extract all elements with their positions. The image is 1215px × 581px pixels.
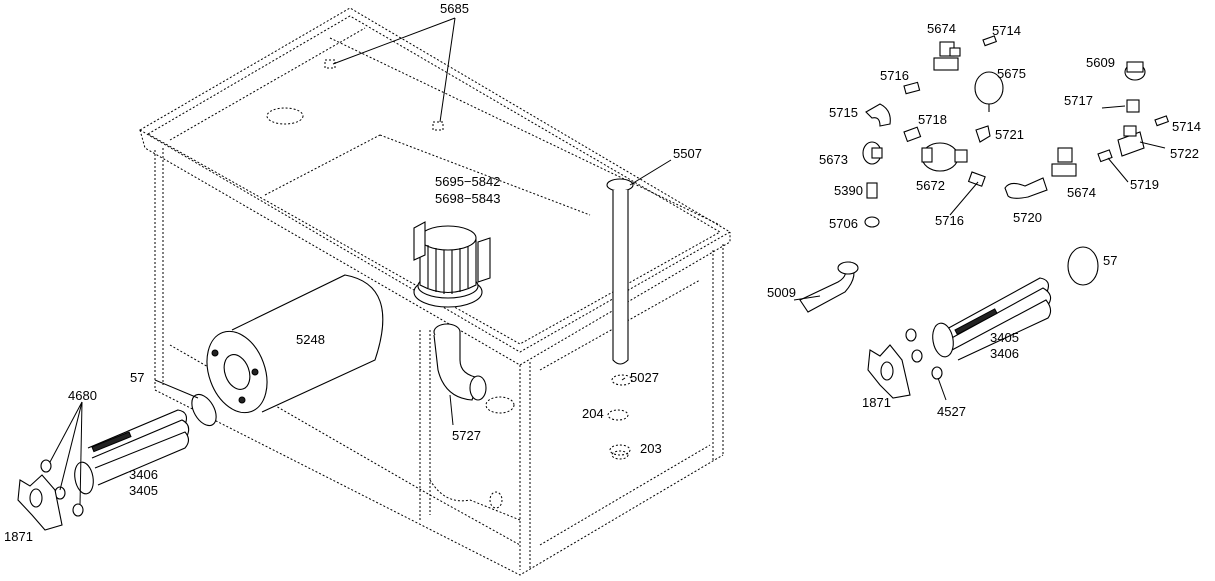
drain-hose (799, 261, 859, 313)
callout-5609: 5609 (1086, 55, 1115, 70)
callout-203: 203 (640, 441, 662, 456)
callout-5721: 5721 (995, 127, 1024, 142)
pump-motor (413, 221, 491, 308)
left-heater-group (17, 393, 217, 531)
callout-5719: 5719 (1130, 177, 1159, 192)
callout-5675: 5675 (997, 66, 1026, 81)
tank-body (139, 7, 731, 576)
callout-5248: 5248 (296, 332, 325, 347)
callout-5672: 5672 (916, 178, 945, 193)
callout-5722: 5722 (1170, 146, 1199, 161)
callout-3406-left: 3406 (129, 467, 158, 482)
callout-5685: 5685 (440, 1, 469, 16)
callout-5674-right: 5674 (1067, 185, 1096, 200)
callout-3405-left: 3405 (129, 483, 158, 498)
overflow-standpipe (606, 178, 634, 365)
callout-5674-top: 5674 (927, 21, 956, 36)
callout-5716-mid: 5716 (935, 213, 964, 228)
right-heater-group (867, 246, 1099, 399)
callout-5727: 5727 (452, 428, 481, 443)
callout-3406-right: 3406 (990, 346, 1019, 361)
callout-5720: 5720 (1013, 210, 1042, 225)
callout-1871-left: 1871 (4, 529, 33, 544)
callout-5717: 5717 (1064, 93, 1093, 108)
callout-57-left: 57 (130, 370, 144, 385)
callout-57-right: 57 (1103, 253, 1117, 268)
leader-lines (49, 17, 1166, 506)
callout-5714-top: 5714 (992, 23, 1021, 38)
filter-cylinder (206, 274, 384, 414)
callout-1871-right: 1871 (862, 395, 891, 410)
callout-3405-right: 3405 (990, 330, 1019, 345)
elbow-pipe (433, 323, 487, 401)
callout-5027: 5027 (630, 370, 659, 385)
fittings-cluster (862, 35, 1170, 228)
callout-5009: 5009 (767, 285, 796, 300)
callout-5698-5843: 5698−5843 (435, 191, 500, 206)
callout-5390: 5390 (834, 183, 863, 198)
callout-4680: 4680 (68, 388, 97, 403)
callout-4527: 4527 (937, 404, 966, 419)
callout-5695-5842: 5695−5842 (435, 174, 500, 189)
callout-5718: 5718 (918, 112, 947, 127)
callout-labels: 5685 5695−5842 5698−5843 5507 5248 57 46… (4, 1, 1201, 544)
callout-5714-right: 5714 (1172, 119, 1201, 134)
callout-204: 204 (582, 406, 604, 421)
callout-5507: 5507 (673, 146, 702, 161)
callout-5706: 5706 (829, 216, 858, 231)
callout-5716-top: 5716 (880, 68, 909, 83)
callout-5715: 5715 (829, 105, 858, 120)
callout-5673: 5673 (819, 152, 848, 167)
